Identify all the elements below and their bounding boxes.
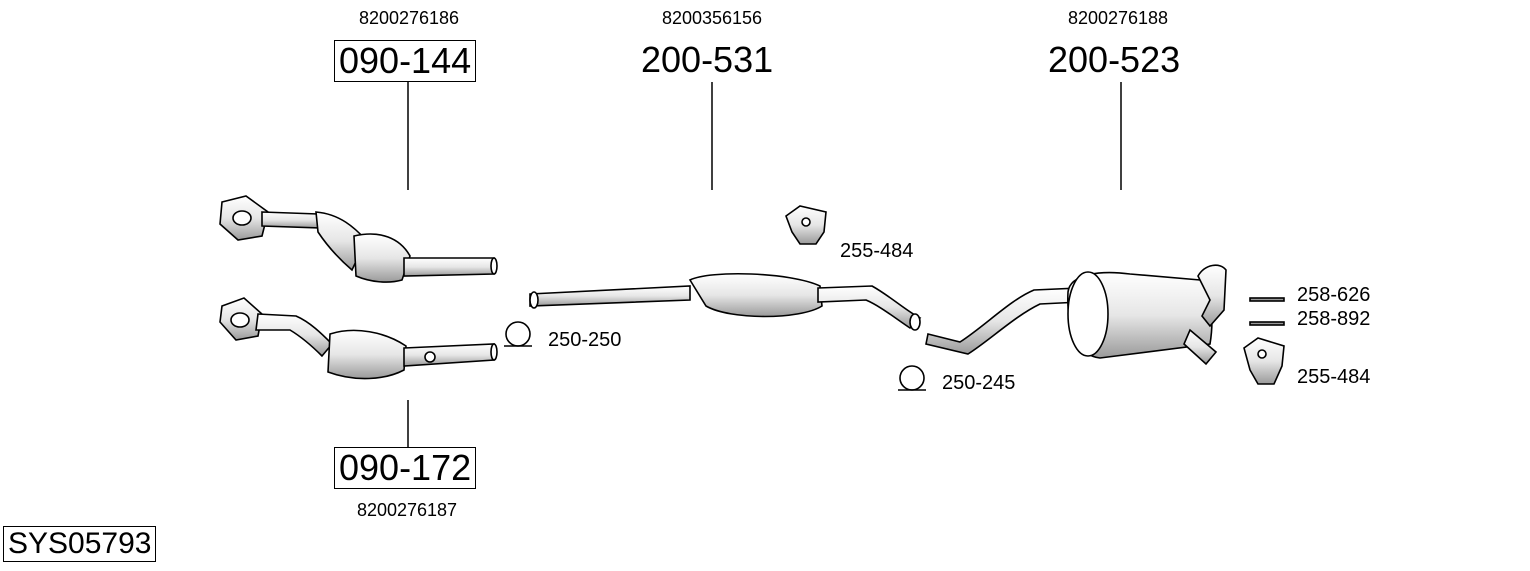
part-label-090-144: 090-144: [334, 40, 477, 82]
middle-silencer-drawing: [529, 272, 922, 331]
clamp-rear-ring: [899, 365, 925, 391]
rear-tailpipe: [1197, 264, 1227, 328]
inlet-pipe-top: [261, 211, 324, 229]
flange-hole-bottom: [230, 312, 250, 328]
middle-outlet-end: [909, 313, 921, 331]
accessory-label-hanger-rear: 255-484: [1297, 366, 1371, 388]
oem-label-090-144: 8200276186: [358, 8, 460, 28]
sensor-boss: [424, 351, 436, 363]
part-label-090-172: 090-172: [334, 447, 477, 489]
clamp-rear-drawing: [898, 365, 926, 391]
bolt-2-shape: [1249, 321, 1285, 326]
middle-silencer-body: [688, 272, 823, 318]
hanger-middle-drawing: [785, 205, 827, 245]
rear-inlet-pipe: [925, 287, 1081, 355]
inlet-pipe-bottom: [255, 313, 334, 358]
outlet-end-bottom: [490, 343, 498, 361]
middle-inlet-pipe: [529, 285, 691, 307]
rear-bracket: [1183, 328, 1218, 366]
oem-label-090-172: 8200276187: [356, 500, 458, 520]
leader-lines: [407, 82, 1122, 447]
oem-label-200-531: 8200356156: [661, 8, 763, 28]
bolt-1-shape: [1249, 297, 1285, 302]
flange-hole: [232, 210, 252, 226]
accessory-label-bolt-1: 258-626: [1297, 284, 1371, 306]
rear-silencer-drawing: [925, 264, 1227, 366]
outlet-end-top: [490, 257, 498, 275]
front-cat-top-drawing: [219, 195, 498, 283]
oem-label-200-523: 8200276188: [1067, 8, 1169, 28]
system-id-label: SYS05793: [3, 526, 157, 562]
cat-body-top: [353, 233, 411, 283]
part-label-200-531: 200-531: [641, 39, 774, 80]
rear-silencer-end: [1067, 271, 1109, 357]
clamp-front-ring: [505, 321, 531, 347]
hanger-rear-drawing: [1243, 337, 1285, 385]
accessory-label-clamp-front: 250-250: [548, 329, 622, 351]
middle-outlet-pipe: [817, 285, 922, 330]
hanger-middle-hole: [801, 217, 811, 227]
accessory-label-hanger-middle: 255-484: [840, 240, 914, 262]
part-label-200-523: 200-523: [1048, 39, 1181, 80]
accessory-label-bolt-2: 258-892: [1297, 308, 1371, 330]
cat-body-bottom: [327, 329, 407, 380]
accessory-label-clamp-rear: 250-245: [942, 372, 1016, 394]
middle-inlet-end: [529, 291, 539, 309]
clamp-front-drawing: [504, 321, 532, 347]
cone-top: [315, 211, 367, 272]
bolts-drawing: [1249, 297, 1285, 326]
outlet-pipe-top: [403, 257, 495, 277]
hanger-rear-hole: [1257, 349, 1267, 359]
outlet-pipe-bottom: [403, 343, 495, 367]
front-cat-bottom-drawing: [219, 297, 498, 380]
hanger-rear-shape: [1243, 337, 1285, 385]
